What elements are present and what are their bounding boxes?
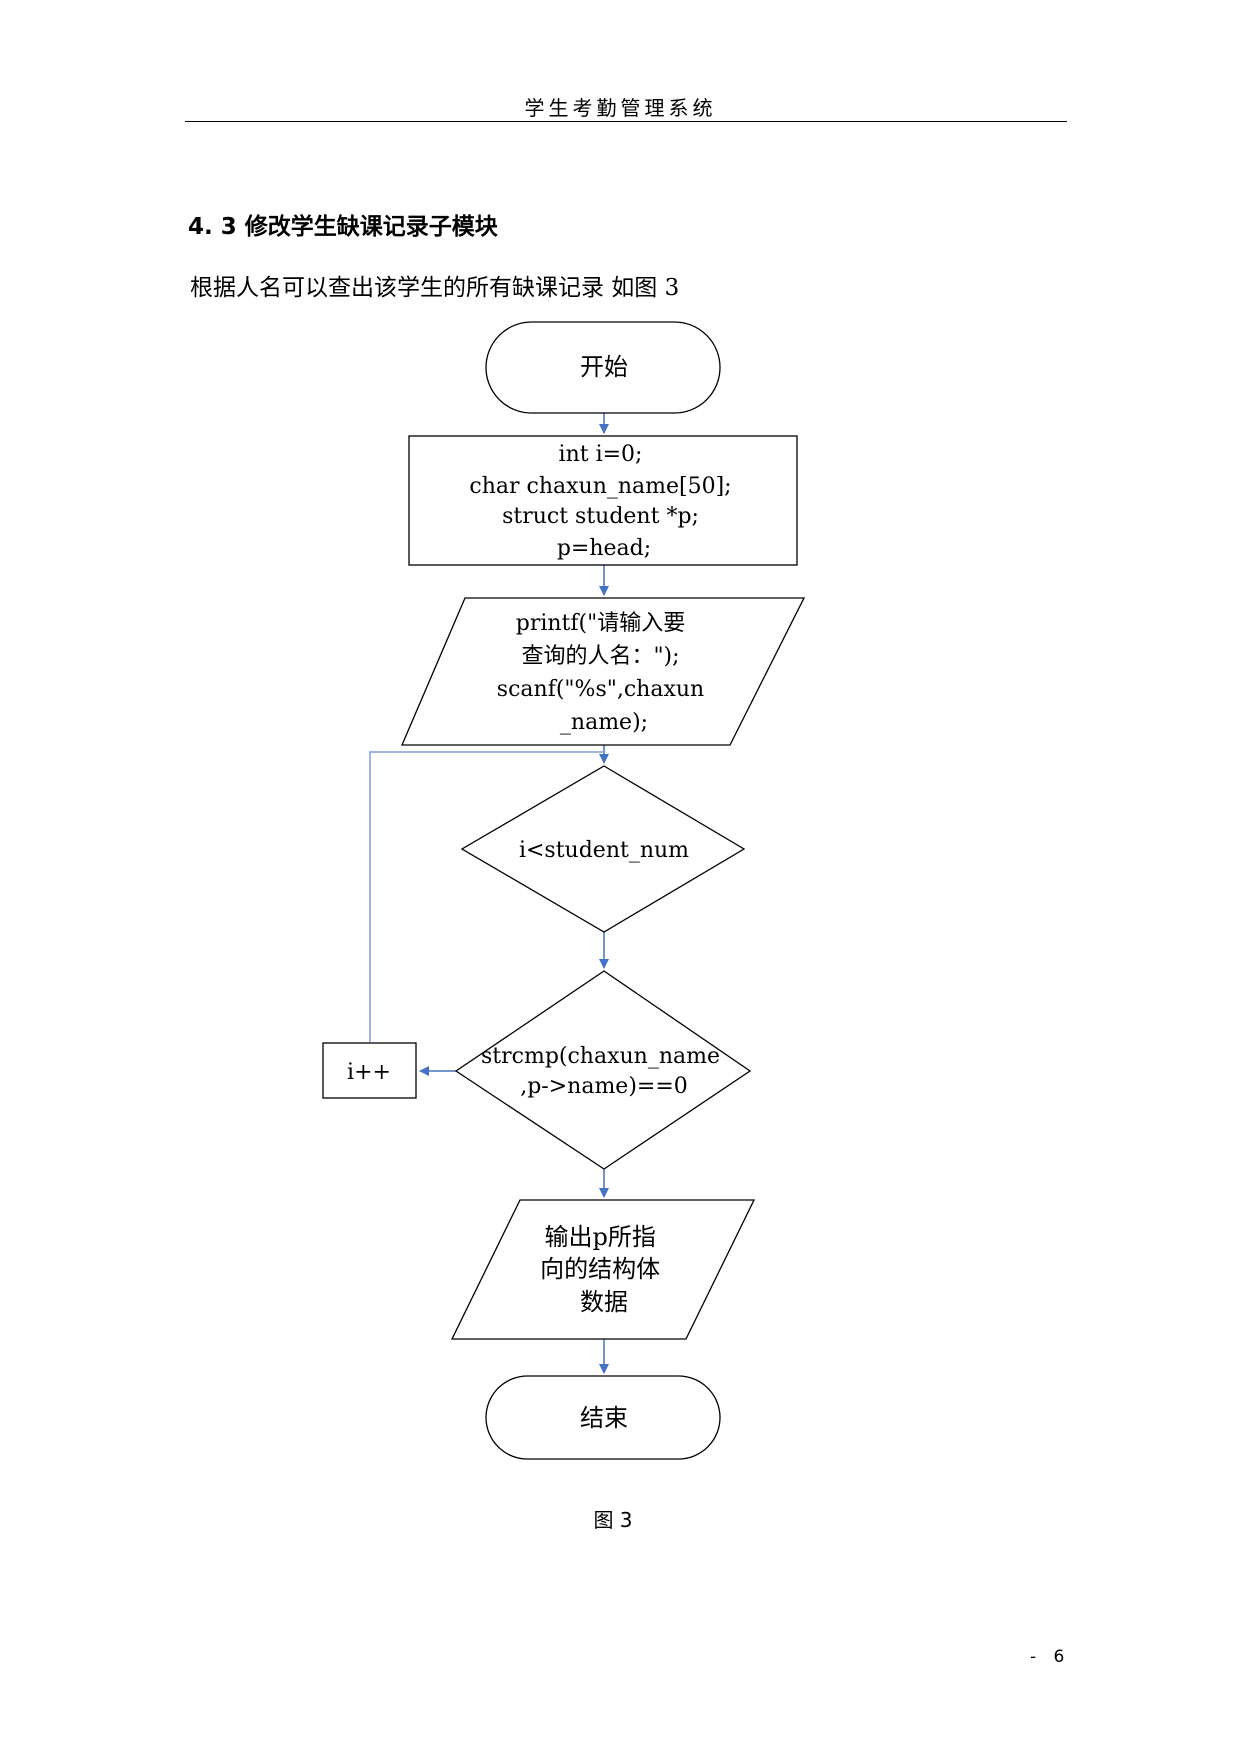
compare-condition-line: strcmp(chaxun_name — [481, 1044, 720, 1069]
svg-text:int i=0; char chaxun_nam: int i=0; char chaxun_name[50]; struct st… — [469, 442, 738, 561]
init-line: struct student *p; — [502, 504, 699, 529]
section-heading: 4. 3 修改学生缺课记录子模块 — [188, 214, 498, 240]
page-header-title: 学生考勤管理系统 — [524, 96, 717, 120]
svg-text:printf("请输入要 查询的人名：");: printf("请输入要 查询的人名："); scanf("%s",chaxun… — [497, 611, 711, 735]
flowchart-connectors — [369, 413, 609, 1374]
output-line: 输出p所指 — [544, 1223, 655, 1251]
end-terminator: 结束 — [485, 1375, 721, 1460]
start-terminator: 开始 — [485, 321, 721, 414]
input-line: 查询的人名："); — [521, 644, 679, 669]
output-parallelogram: 输出p所指 向的结构体 数据 — [450, 1199, 756, 1340]
init-line: p=head; — [557, 536, 651, 561]
compare-condition-decision: strcmp(chaxun_name ,p->name)==0 — [454, 970, 752, 1170]
compare-condition-line: ,p->name)==0 — [520, 1074, 688, 1099]
svg-text:strcmp(chaxun_name ,p->n: strcmp(chaxun_name ,p->name)==0 — [481, 1044, 727, 1099]
init-line: char chaxun_name[50]; — [469, 474, 731, 499]
input-line: printf("请输入要 — [516, 611, 686, 636]
end-label: 结束 — [580, 1404, 628, 1432]
loop-back-line — [369, 751, 604, 1042]
svg-text:输出p所指 向的结构体 数据: 输出p所指 向的结构体 数据 — [540, 1223, 668, 1316]
input-line: scanf("%s",chaxun — [497, 677, 704, 702]
input-parallelogram: printf("请输入要 查询的人名："); scanf("%s",chaxun… — [401, 597, 806, 746]
increment-process-box: i++ — [322, 1042, 417, 1099]
init-process-box: int i=0; char chaxun_name[50]; struct st… — [408, 435, 798, 566]
section-body-text: 根据人名可以查出该学生的所有缺课记录 如图 3 — [190, 275, 680, 301]
header-rule — [185, 121, 1067, 122]
start-label: 开始 — [580, 353, 628, 381]
output-line: 数据 — [580, 1288, 628, 1316]
init-line: int i=0; — [559, 442, 643, 467]
output-line: 向的结构体 — [540, 1255, 660, 1283]
figure-caption: 图 3 — [593, 1508, 633, 1532]
loop-condition-label: i<student_num — [519, 838, 689, 863]
input-line: _name); — [560, 710, 648, 735]
page-number: - 6 — [1030, 1647, 1071, 1667]
increment-label: i++ — [347, 1060, 391, 1085]
loop-condition-decision: i<student_num — [460, 765, 746, 933]
